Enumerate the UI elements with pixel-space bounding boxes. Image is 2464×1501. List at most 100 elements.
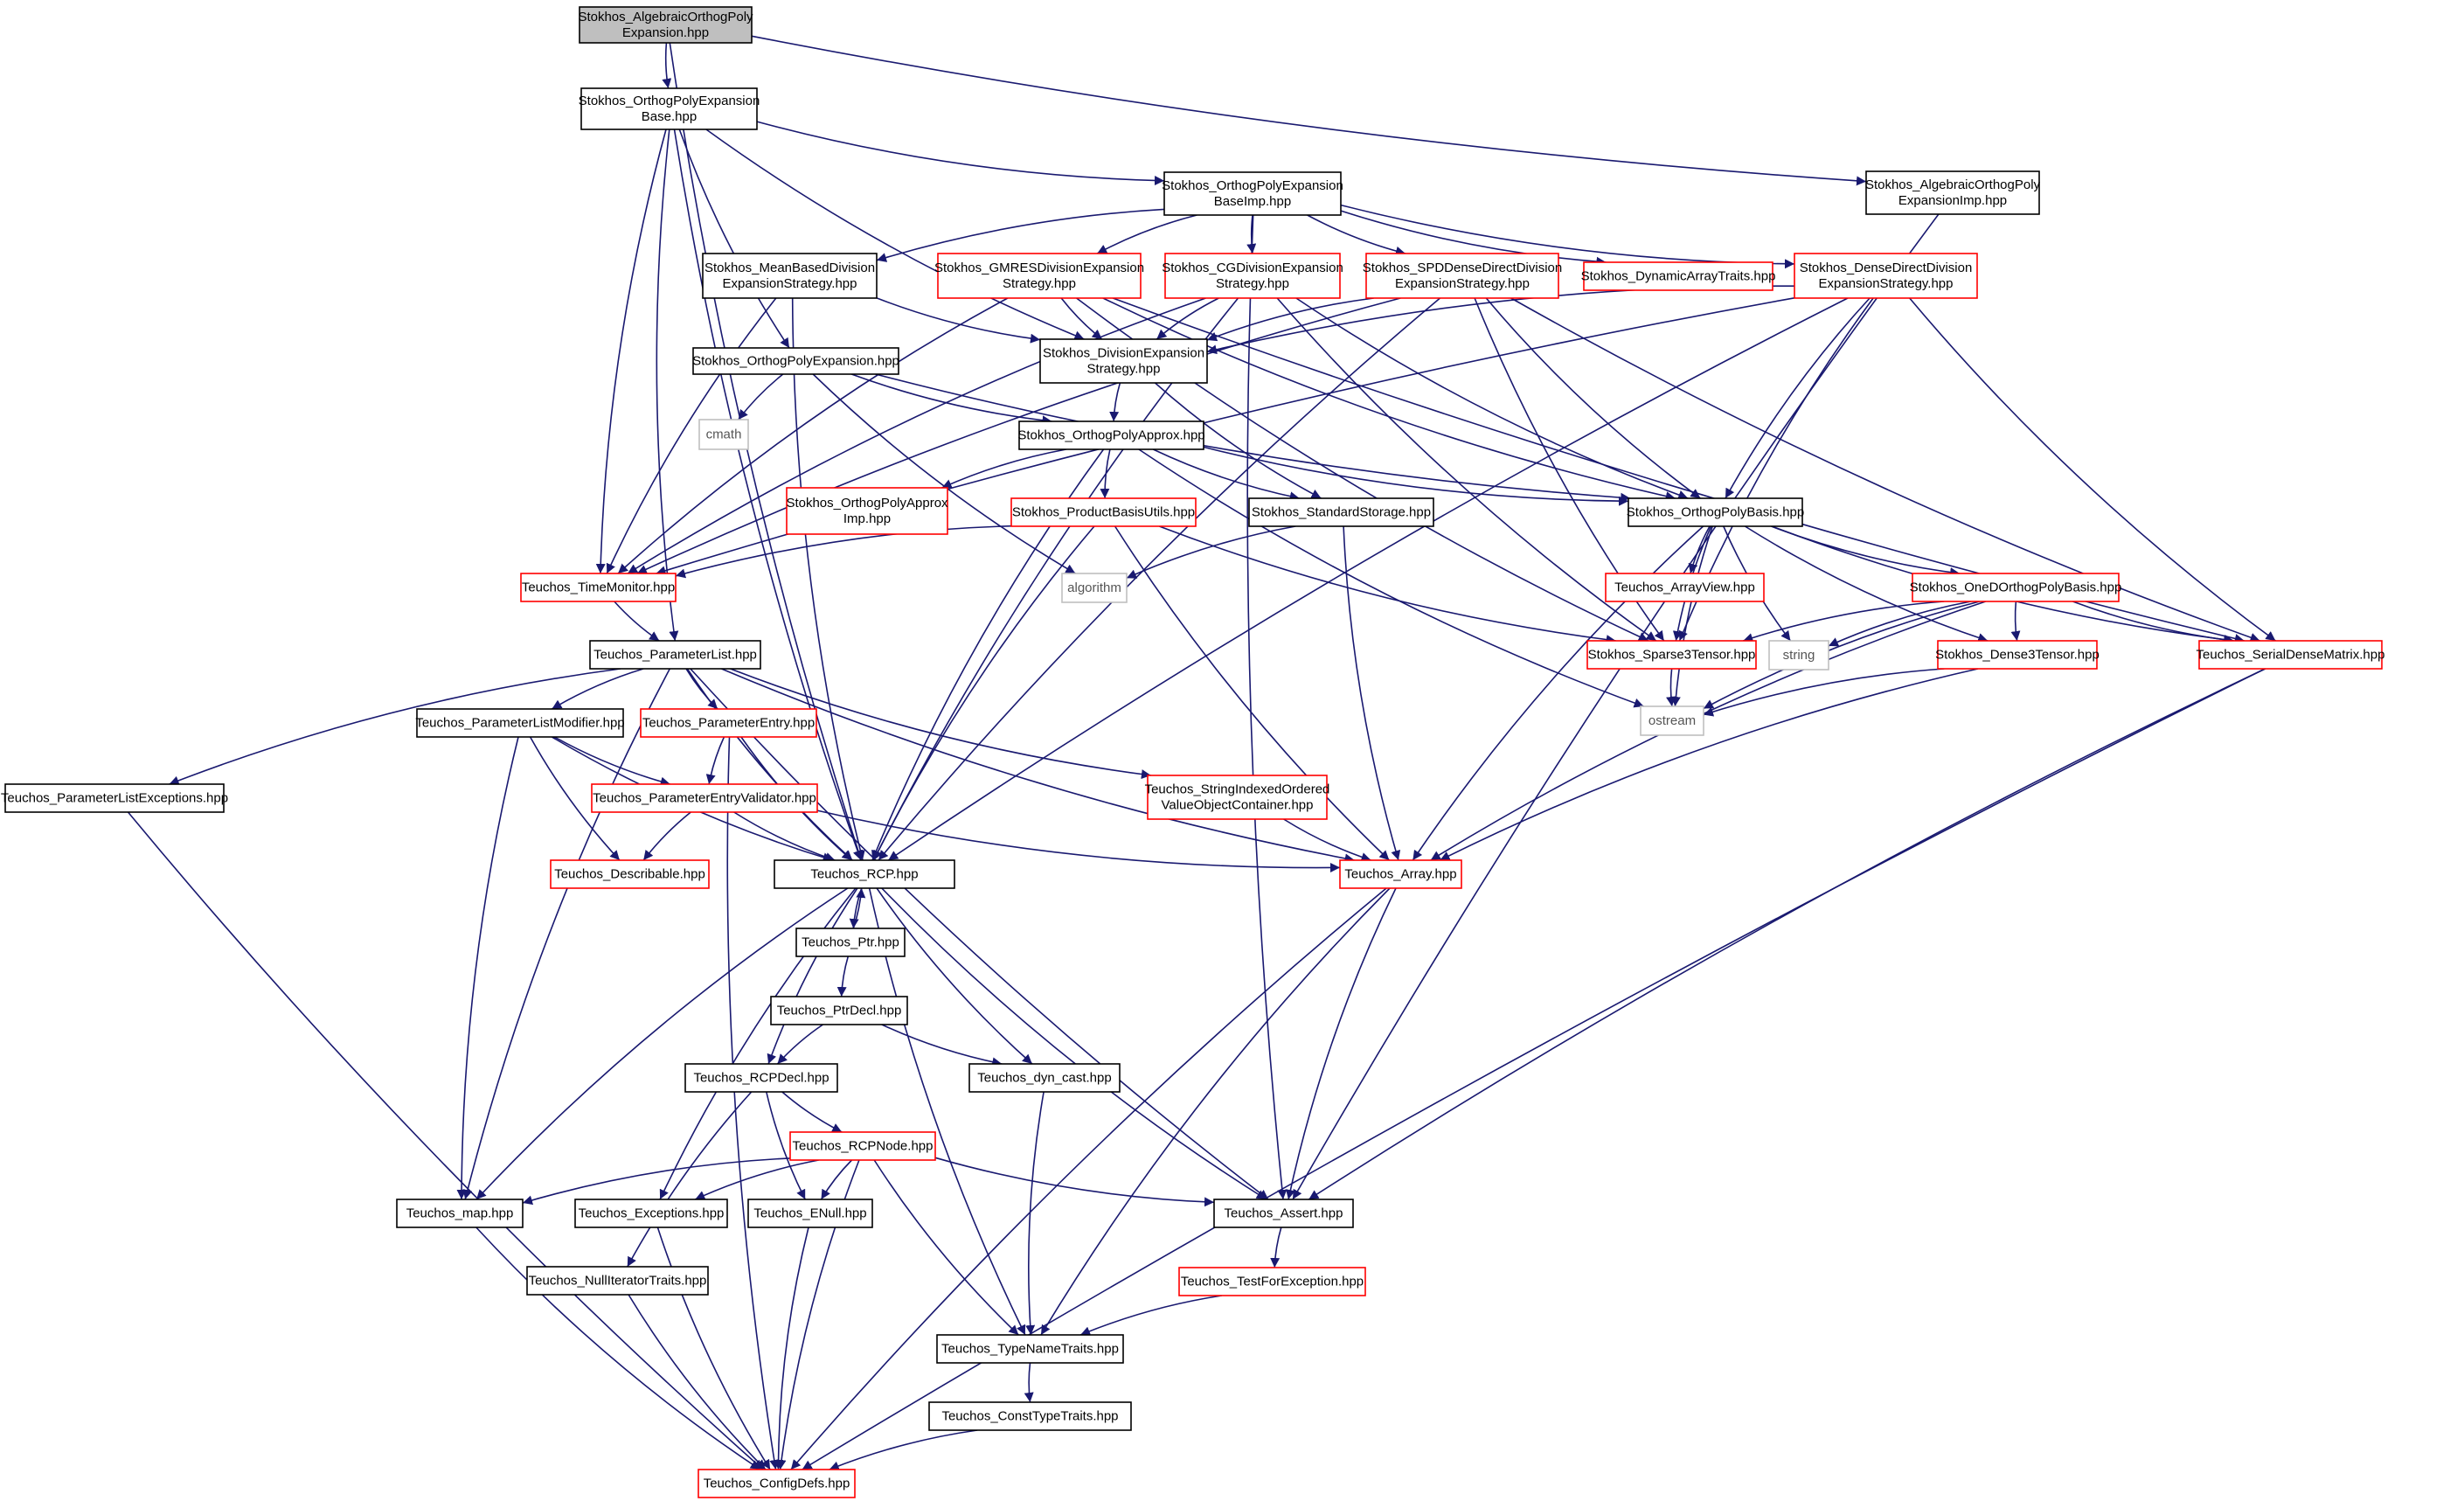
- edge-ope-to-opBasis: [875, 373, 1631, 503]
- node-configdefs[interactable]: Teuchos_ConfigDefs.hpp: [698, 1469, 856, 1498]
- node-meanbaseddivision[interactable]: Stokhos_MeanBasedDivisionExpansionStrate…: [702, 253, 878, 299]
- node-ostream[interactable]: ostream: [1640, 705, 1704, 736]
- edge-meanBased-to-divExp: [876, 297, 1041, 344]
- node-rcpnode[interactable]: Teuchos_RCPNode.hpp: [789, 1131, 936, 1161]
- edge-ptr-to-ptrDecl: [836, 955, 850, 997]
- edge-pbu-to-array: [1114, 525, 1390, 861]
- node-rcpdecl-box: [684, 1063, 838, 1093]
- node-parameterlist[interactable]: Teuchos_ParameterList.hpp: [589, 640, 761, 670]
- node-configdefs-label-line-0: Teuchos_ConfigDefs.hpp: [704, 1477, 850, 1491]
- node-nulliteratortraits-label-line-0: Teuchos_NullIteratorTraits.hpp: [529, 1274, 707, 1289]
- edge-meanBased-to-timeMon: [606, 297, 777, 574]
- node-timemonitor[interactable]: Teuchos_TimeMonitor.hpp: [520, 573, 677, 602]
- node-string[interactable]: string: [1768, 640, 1829, 671]
- edge-pEntry-to-configDefs: [726, 736, 780, 1470]
- node-consttypetraits-box: [928, 1401, 1132, 1431]
- node-testforexception-box: [1178, 1267, 1366, 1296]
- node-orthogpolyexpansionbaseimp-label-line-1: BaseImp.hpp: [1214, 194, 1291, 209]
- node-stringindexedorderedvalueobjectcontainer[interactable]: Teuchos_StringIndexedOrderedValueObjectC…: [1145, 775, 1330, 820]
- node-cmath[interactable]: cmath: [698, 419, 749, 450]
- node-algebraicorthogpolyexpansionimp[interactable]: Stokhos_AlgebraicOrthogPolyExpansionImp.…: [1865, 170, 2041, 215]
- node-rcp-box: [774, 859, 955, 889]
- node-parameterlistmodifier-label-line-0: Teuchos_ParameterListModifier.hpp: [415, 716, 624, 731]
- node-dynamicarraytraits-label-line-0: Stokhos_DynamicArrayTraits.hpp: [1581, 269, 1776, 284]
- edge-rcp-to-map: [475, 887, 849, 1200]
- edge-assert-to-testExc: [1270, 1227, 1282, 1268]
- node-exceptions[interactable]: Teuchos_Exceptions.hpp: [574, 1199, 728, 1228]
- node-productbasisutils-label-line-0: Stokhos_ProductBasisUtils.hpp: [1012, 505, 1195, 520]
- node-rcp[interactable]: Teuchos_RCP.hpp: [774, 859, 955, 889]
- node-array[interactable]: Teuchos_Array.hpp: [1339, 859, 1462, 889]
- node-algorithm[interactable]: algorithm: [1061, 573, 1128, 603]
- node-orthogpolyexpansionbase-box: [580, 87, 758, 130]
- edge-spd-to-timeMon: [636, 297, 1401, 574]
- node-dynamicarraytraits[interactable]: Stokhos_DynamicArrayTraits.hpp: [1581, 261, 1776, 291]
- node-array-label-line-0: Teuchos_Array.hpp: [1344, 867, 1456, 882]
- node-orthogpolyapproximp-label-line-1: Imp.hpp: [843, 511, 891, 526]
- node-dense3tensor[interactable]: Stokhos_Dense3Tensor.hpp: [1935, 640, 2100, 670]
- node-arrayview[interactable]: Teuchos_ArrayView.hpp: [1605, 573, 1765, 602]
- node-orthogpolyexpansionbaseimp-box: [1163, 171, 1342, 216]
- node-consttypetraits-label-line-0: Teuchos_ConstTypeTraits.hpp: [941, 1409, 1118, 1424]
- node-sparse3tensor-box: [1586, 640, 1757, 670]
- node-cgdivision-label-line-1: Strategy.hpp: [1216, 276, 1289, 291]
- edge-denseDirect-to-rcp: [887, 297, 1849, 861]
- edge-opBasis-to-arrView: [1688, 525, 1711, 574]
- node-dyncast[interactable]: Teuchos_dyn_cast.hpp: [968, 1063, 1121, 1093]
- node-ptrdecl[interactable]: Teuchos_PtrDecl.hpp: [770, 996, 908, 1025]
- node-serialdensematrix[interactable]: Teuchos_SerialDenseMatrix.hpp: [2197, 640, 2385, 670]
- edge-opBasis-to-array: [1412, 525, 1704, 861]
- edge-oneD-to-string: [1828, 601, 1971, 647]
- node-orthogpolybasis[interactable]: Stokhos_OrthogPolyBasis.hpp: [1627, 497, 1804, 527]
- edge-rcpDecl-to-nullIt: [627, 1091, 753, 1268]
- node-typenametraits[interactable]: Teuchos_TypeNameTraits.hpp: [936, 1334, 1124, 1364]
- edge-plist-to-plistMod: [551, 668, 644, 710]
- edge-opeBase-to-rcp: [673, 129, 863, 861]
- node-cgdivision-box: [1164, 253, 1341, 299]
- node-describable[interactable]: Teuchos_Describable.hpp: [550, 859, 710, 889]
- node-assert[interactable]: Teuchos_Assert.hpp: [1213, 1199, 1354, 1228]
- node-consttypetraits[interactable]: Teuchos_ConstTypeTraits.hpp: [928, 1401, 1132, 1431]
- node-onedorthogpolybasis[interactable]: Stokhos_OneDOrthogPolyBasis.hpp: [1910, 573, 2122, 602]
- node-sparse3tensor[interactable]: Stokhos_Sparse3Tensor.hpp: [1586, 640, 1757, 670]
- node-orthogpolyapprox[interactable]: Stokhos_OrthogPolyApprox.hpp: [1017, 420, 1205, 450]
- node-enull[interactable]: Teuchos_ENull.hpp: [747, 1199, 873, 1228]
- node-ptr[interactable]: Teuchos_Ptr.hpp: [795, 928, 906, 957]
- node-dyncast-label-line-0: Teuchos_dyn_cast.hpp: [977, 1071, 1111, 1086]
- node-assert-label-line-0: Teuchos_Assert.hpp: [1225, 1206, 1343, 1221]
- node-densedirectdivision[interactable]: Stokhos_DenseDirectDivisionExpansionStra…: [1794, 253, 1978, 299]
- edge-opeBaseImp-to-spd: [1307, 214, 1406, 256]
- node-dynamicarraytraits-box: [1583, 261, 1773, 291]
- node-productbasisutils[interactable]: Stokhos_ProductBasisUtils.hpp: [1010, 497, 1197, 527]
- node-spddensedirectdivision[interactable]: Stokhos_SPDDenseDirectDivisionExpansionS…: [1363, 253, 1562, 299]
- node-rcpdecl[interactable]: Teuchos_RCPDecl.hpp: [684, 1063, 838, 1093]
- node-parameterentry[interactable]: Teuchos_ParameterEntry.hpp: [640, 708, 817, 738]
- node-productbasisutils-box: [1010, 497, 1197, 527]
- node-parameterentryvalidator[interactable]: Teuchos_ParameterEntryValidator.hpp: [591, 783, 818, 813]
- node-divisionexpansionstrategy-label-line-1: Strategy.hpp: [1087, 362, 1161, 377]
- edge-ptrDecl-to-rcpDecl: [776, 1024, 823, 1065]
- node-parameterlistexceptions[interactable]: Teuchos_ParameterListExceptions.hpp: [1, 783, 228, 813]
- node-orthogpolyexpansion[interactable]: Stokhos_OrthogPolyExpansion.hpp: [692, 347, 899, 375]
- edge-opeBase-to-ope: [678, 129, 790, 349]
- node-testforexception[interactable]: Teuchos_TestForException.hpp: [1178, 1267, 1366, 1296]
- node-divisionexpansionstrategy-box: [1039, 338, 1208, 384]
- node-ptrdecl-box: [770, 996, 908, 1025]
- node-parameterlistmodifier[interactable]: Teuchos_ParameterListModifier.hpp: [415, 708, 625, 738]
- node-gmresdivision[interactable]: Stokhos_GMRESDivisionExpansionStrategy.h…: [934, 253, 1144, 299]
- node-standardstorage[interactable]: Stokhos_StandardStorage.hpp: [1248, 497, 1434, 527]
- node-parameterlist-box: [589, 640, 761, 670]
- node-nulliteratortraits[interactable]: Teuchos_NullIteratorTraits.hpp: [526, 1266, 709, 1296]
- node-orthogpolyapproximp-box: [786, 487, 948, 535]
- node-orthogpolyexpansion-label-line-0: Stokhos_OrthogPolyExpansion.hpp: [692, 354, 899, 369]
- node-ptr-box: [795, 928, 906, 957]
- node-map[interactable]: Teuchos_map.hpp: [396, 1199, 524, 1228]
- edge-spd-to-serialDense: [1510, 297, 2260, 643]
- node-parameterlistexceptions-label-line-0: Teuchos_ParameterListExceptions.hpp: [1, 791, 228, 806]
